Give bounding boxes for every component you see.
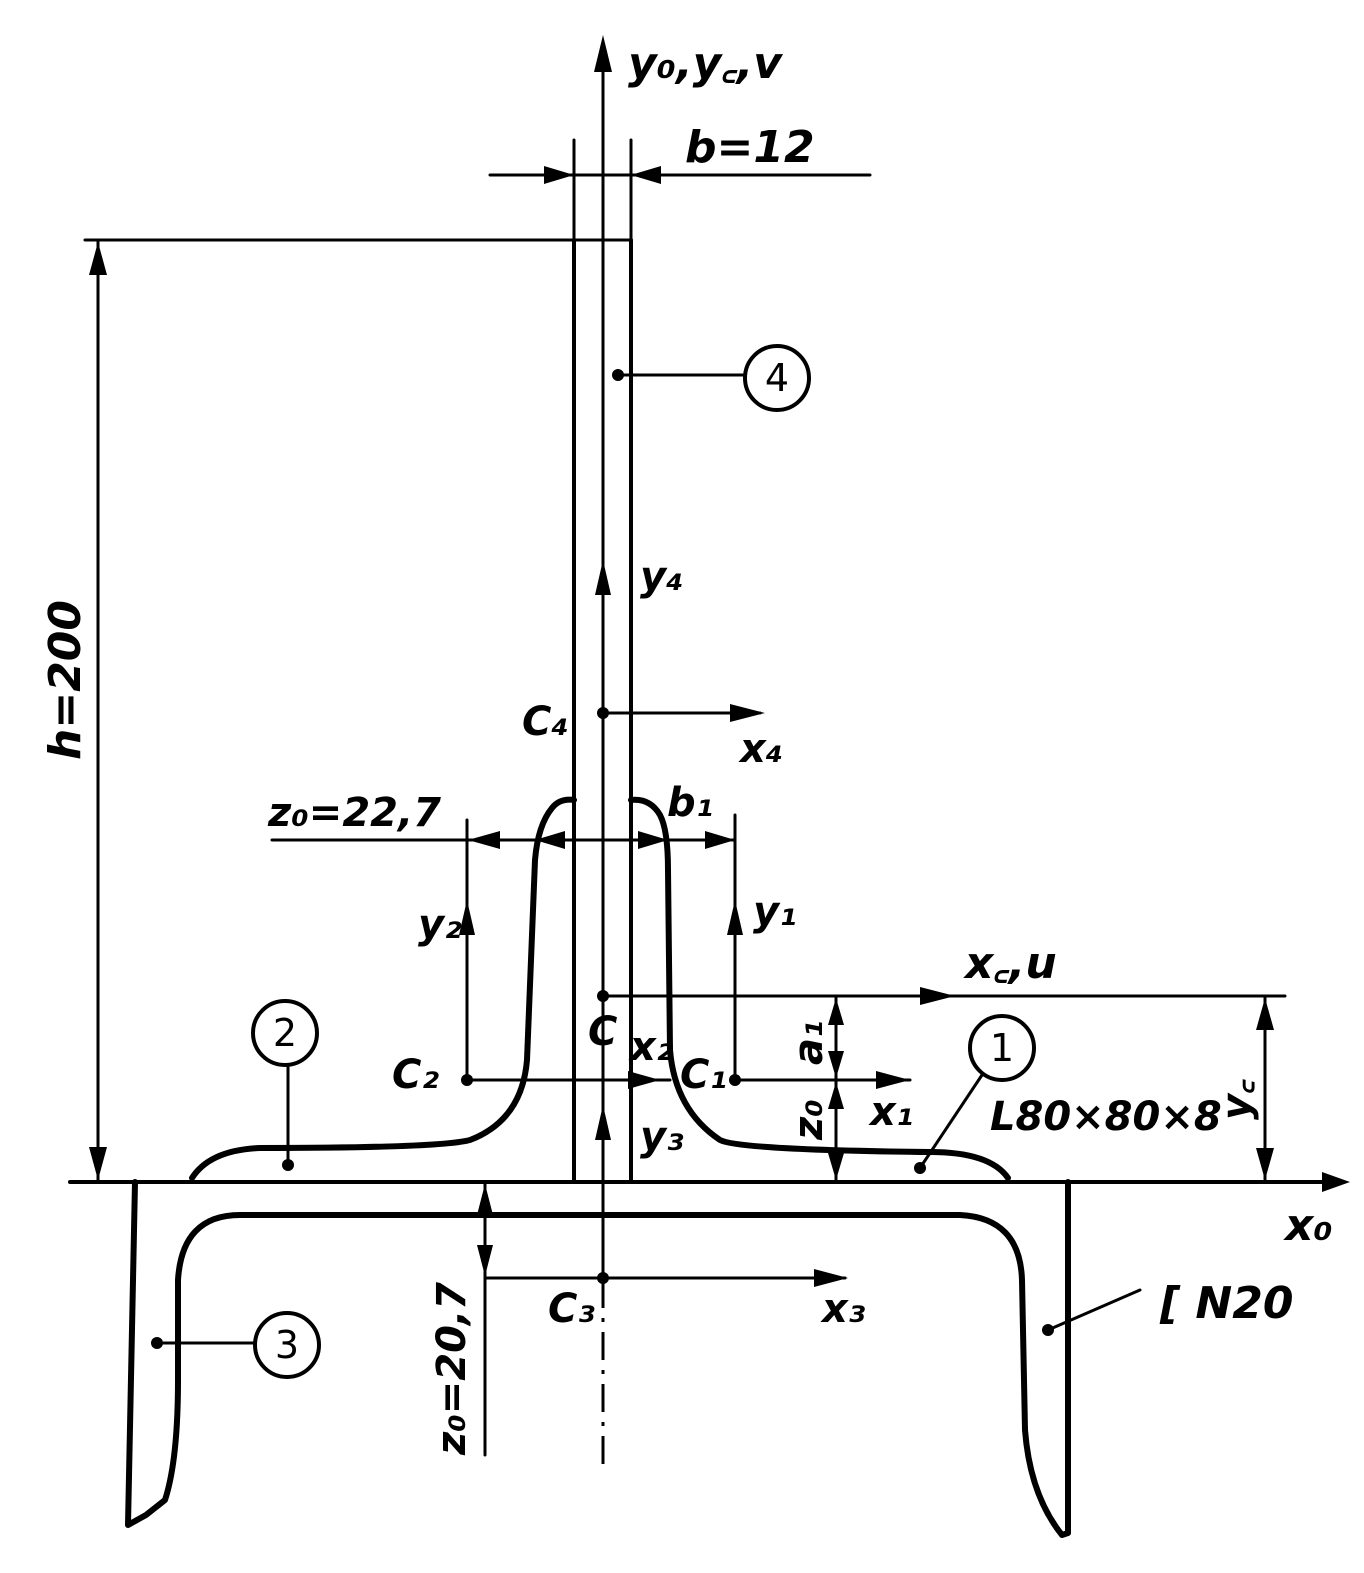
axis-y-main-label: y₀,y꜀,v	[628, 38, 783, 89]
axis-x1-label: x₁	[868, 1089, 913, 1135]
axis-x3-label: x₃	[820, 1286, 866, 1332]
c1-axes	[727, 813, 912, 1089]
y-main-axis	[594, 35, 612, 1465]
c2-axes	[459, 818, 672, 1089]
axis-y2-label: y₂	[418, 902, 462, 948]
axis-xc-label: x꜀,u	[963, 938, 1057, 989]
dim-b	[488, 138, 872, 242]
dim-b-label: b=12	[685, 122, 815, 173]
dim-z0-top	[270, 831, 737, 849]
svg-text:4: 4	[765, 356, 789, 400]
axis-x4-label: x₄	[738, 726, 783, 772]
callout-2: 2	[251, 999, 319, 1171]
dim-h-label: h=200	[40, 600, 91, 760]
callout-1: 1	[914, 1014, 1036, 1174]
angle-2	[189, 796, 577, 1181]
plate-4	[572, 238, 633, 1182]
dim-z0-bottom	[477, 1180, 493, 1457]
dim-yc	[1256, 994, 1274, 1184]
axis-y1-label: y₁	[753, 889, 797, 935]
point-c2-label: C₂	[392, 1052, 439, 1098]
channel-3	[125, 1179, 1071, 1538]
svg-text:2: 2	[273, 1011, 297, 1055]
c3-axes	[483, 1105, 848, 1287]
svg-text:3: 3	[275, 1323, 299, 1367]
dim-z0-small-label: z₀	[786, 1099, 832, 1141]
dim-b1-label: b₁	[667, 780, 713, 826]
axis-y3-label: y₃	[640, 1114, 684, 1160]
axis-x2-label: x₂	[628, 1024, 674, 1070]
dim-a1-z0	[828, 994, 844, 1184]
svg-text:1: 1	[990, 1026, 1014, 1070]
axis-y4-label: y₄	[640, 554, 684, 600]
angle-profile-label: L80×80×8	[990, 1094, 1222, 1140]
point-c-label: C	[588, 1009, 617, 1055]
channel-profile-label: [ N20	[1159, 1278, 1293, 1329]
point-c3-label: C₃	[548, 1286, 595, 1332]
callout-4: 4	[612, 344, 811, 412]
xc-axis	[597, 987, 1287, 1005]
angle-1	[628, 796, 1011, 1181]
dim-h	[83, 238, 633, 1184]
dim-z0-bottom-label: z₀=20,7	[429, 1282, 475, 1456]
callout-3: 3	[151, 1311, 321, 1379]
c4-axes	[595, 560, 765, 722]
point-c1-label: C₁	[680, 1052, 727, 1098]
dim-z0-top-label: z₀=22,7	[267, 790, 441, 836]
x0-axis	[68, 1172, 1350, 1192]
dim-a1-label: a₁	[786, 1020, 832, 1065]
channel-leader	[1042, 1288, 1142, 1336]
dim-yc-label: y꜀	[1214, 1079, 1260, 1120]
point-c4-label: C₄	[522, 699, 569, 745]
axis-x0-label: x₀	[1283, 1200, 1333, 1251]
